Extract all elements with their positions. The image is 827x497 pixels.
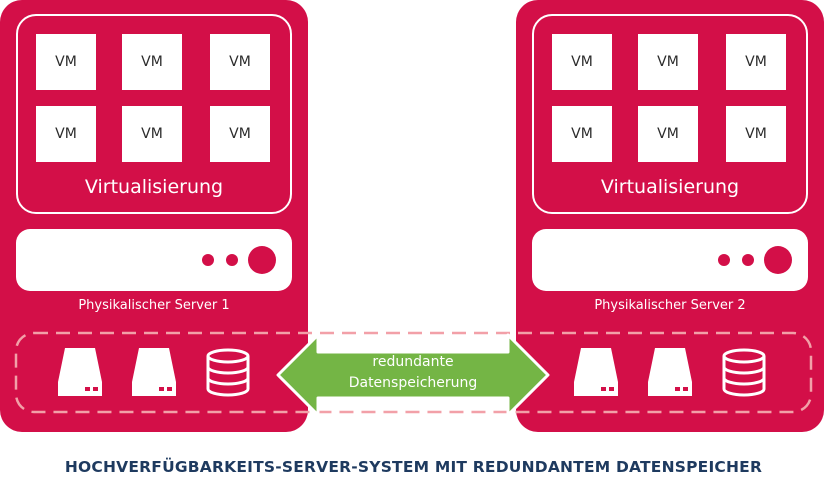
virtualization-label: Virtualisierung: [84, 176, 224, 198]
hard-drive-icon: [574, 348, 618, 396]
power-button-icon: [248, 246, 276, 274]
virtualization-label: Virtualisierung: [600, 176, 740, 198]
physical-server-2: VM VM VM VM VM VM Virtualisierung Physik…: [516, 0, 824, 432]
server-hardware-panel: [16, 229, 292, 291]
status-led-icon: [718, 254, 730, 266]
arrow-label-line2: Datenspeicherung: [348, 375, 478, 391]
hard-drive-icon: [132, 348, 176, 396]
server-hardware-panel: [532, 229, 808, 291]
vm-box: VM: [552, 106, 612, 162]
physical-server-1: VM VM VM VM VM VM Virtualisierung Physik…: [0, 0, 308, 432]
vm-box: VM: [122, 106, 182, 162]
server-label: Physikalischer Server 1: [78, 298, 230, 313]
vm-box: VM: [638, 106, 698, 162]
vm-box: VM: [210, 34, 270, 90]
diagram-caption: HOCHVERFÜGBARKEITS-SERVER-SYSTEM MIT RED…: [64, 458, 763, 476]
arrow-label-line1: redundante: [372, 354, 454, 370]
vm-box: VM: [36, 106, 96, 162]
vm-box: VM: [726, 34, 786, 90]
hard-drive-icon: [648, 348, 692, 396]
database-icon: [206, 348, 250, 397]
virtualization-layer: VM VM VM VM VM VM Virtualisierung: [16, 14, 292, 214]
power-button-icon: [764, 246, 792, 274]
hard-drive-icon: [58, 348, 102, 396]
storage-pool-outline: [14, 331, 813, 414]
virtualization-layer: VM VM VM VM VM VM Virtualisierung: [532, 14, 808, 214]
vm-box: VM: [210, 106, 270, 162]
bidirectional-arrow-icon: [276, 333, 550, 417]
status-led-icon: [742, 254, 754, 266]
vm-box: VM: [726, 106, 786, 162]
vm-box: VM: [36, 34, 96, 90]
database-icon: [722, 348, 766, 397]
status-led-icon: [202, 254, 214, 266]
vm-box: VM: [122, 34, 182, 90]
vm-box: VM: [552, 34, 612, 90]
status-led-icon: [226, 254, 238, 266]
server-label: Physikalischer Server 2: [594, 298, 746, 313]
vm-box: VM: [638, 34, 698, 90]
